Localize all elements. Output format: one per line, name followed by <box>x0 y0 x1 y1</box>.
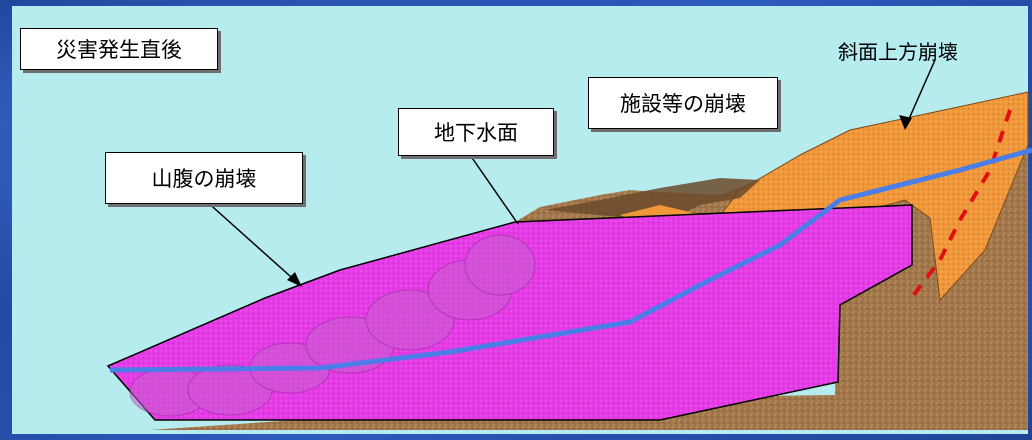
label-slope-upper-collapse: 斜面上方崩壊 <box>838 40 958 64</box>
leader-arrow-slope-upper <box>899 115 912 130</box>
leader-hillside <box>204 199 301 286</box>
label-groundwater-surface: 地下水面 <box>398 108 554 156</box>
leader-slope-upper <box>904 59 936 129</box>
leader-groundwater <box>467 151 519 225</box>
facility-debris <box>545 178 760 220</box>
leader-arrow-hillside <box>287 272 302 287</box>
label-hillside-collapse: 山腹の崩壊 <box>105 152 303 204</box>
internal-slip-surfaces <box>129 234 536 417</box>
diagram-title: 災害発生直後 <box>20 28 218 70</box>
label-facility-collapse: 施設等の崩壊 <box>588 77 778 129</box>
failure-line <box>908 109 1012 302</box>
groundwater-line <box>109 147 1032 373</box>
